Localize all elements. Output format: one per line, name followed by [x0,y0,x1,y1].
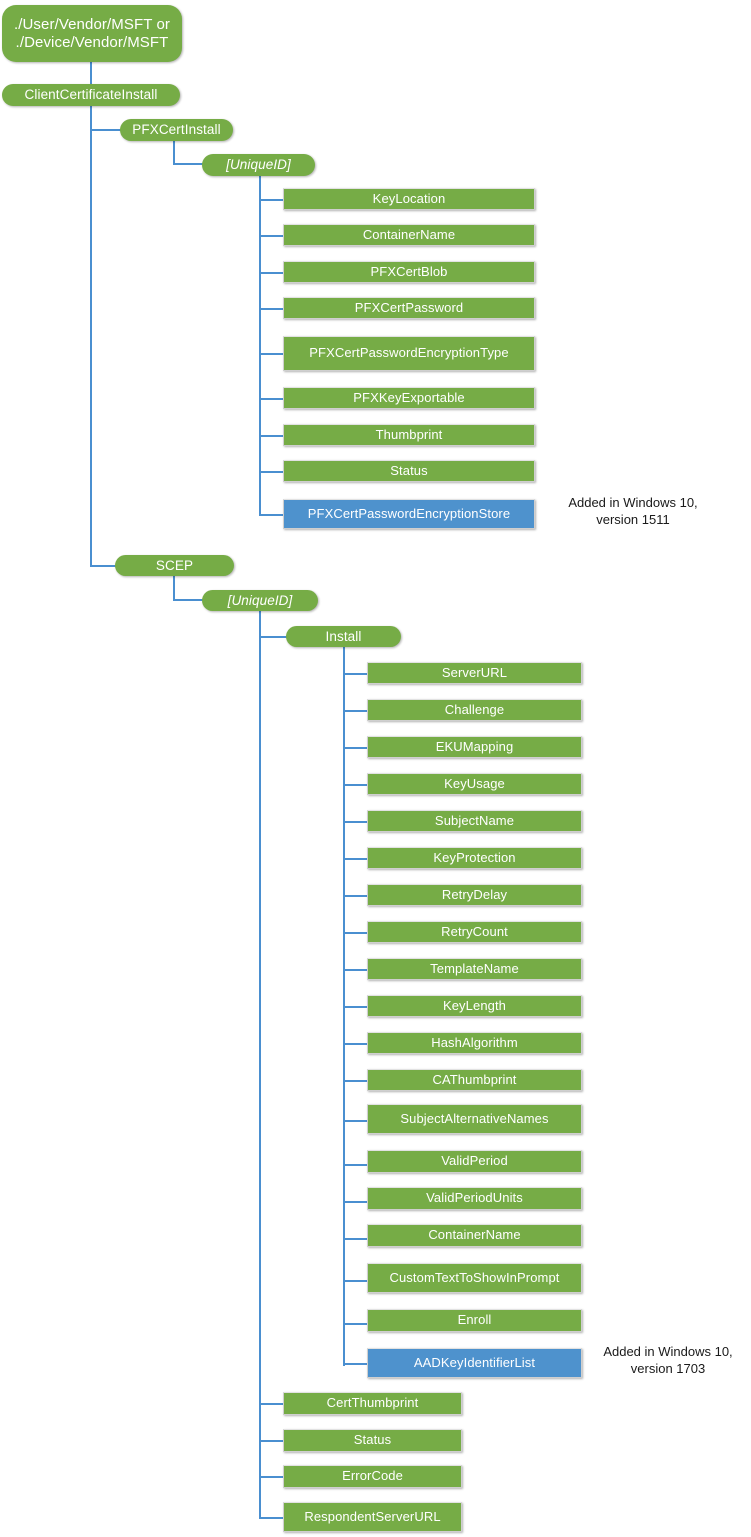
node-containername-pfx[interactable]: ContainerName [283,224,535,246]
node-challenge[interactable]: Challenge [367,699,582,721]
connector-stub-challenge [343,710,368,712]
connector-stub-keylength [343,1006,368,1008]
node-validperiod[interactable]: ValidPeriod [367,1150,582,1173]
connector-stub-subjectalternativenames [343,1120,368,1122]
node-status-pfx[interactable]: Status [283,460,535,482]
node-pfxcertblob[interactable]: PFXCertBlob [283,261,535,283]
connector-pfxcertinstall-to-uniqueid [173,163,205,165]
node-retrycount[interactable]: RetryCount [367,921,582,943]
node-keyprotection[interactable]: KeyProtection [367,847,582,869]
connector-stub-retrycount [343,932,368,934]
connector-stub-containername-scep [343,1238,368,1240]
note-added-1511: Added in Windows 10, version 1511 [568,495,698,527]
node-validperiodunits[interactable]: ValidPeriodUnits [367,1187,582,1210]
node-pfxcertinstall-uniqueid[interactable]: [UniqueID] [202,154,315,176]
node-enroll[interactable]: Enroll [367,1309,582,1332]
node-respondentserverurl[interactable]: RespondentServerURL [283,1502,462,1532]
node-root[interactable]: ./User/Vendor/MSFT or ./Device/Vendor/MS… [2,5,182,62]
node-clientcertificateinstall[interactable]: ClientCertificateInstall [2,84,180,106]
connector-stub-status-scep [259,1440,284,1442]
node-status-scep[interactable]: Status [283,1429,462,1452]
connector-scep-uniqueid-spine [259,611,261,1518]
node-aadkeyidentifierlist[interactable]: AADKeyIdentifierList [367,1348,582,1378]
node-scep-uniqueid[interactable]: [UniqueID] [202,590,318,611]
connector-stub-keylocation [259,199,284,201]
connector-stub-templatename [343,969,368,971]
connector-stub-pfxcertpasswordencryptiontype [259,353,284,355]
connector-pfx-uniqueid-spine [259,175,261,516]
connector-stub-validperiodunits [343,1201,368,1203]
node-thumbprint[interactable]: Thumbprint [283,424,535,446]
node-install[interactable]: Install [286,626,401,647]
connector-stub-customtexttoshowinprompt [343,1280,368,1282]
node-pfxcertinstall[interactable]: PFXCertInstall [120,119,233,141]
note-added-1703: Added in Windows 10, version 1703 [603,1344,733,1376]
connector-spine-to-scep [90,565,118,567]
connector-stub-keyusage [343,784,368,786]
connector-stub-hashalgorithm [343,1043,368,1045]
connector-stub-ekumapping [343,747,368,749]
connector-stub-pfxcertpasswordencryptionstore [259,514,284,516]
node-pfxkeyexportable[interactable]: PFXKeyExportable [283,387,535,409]
connector-stub-errorcode [259,1476,284,1478]
node-keyusage[interactable]: KeyUsage [367,773,582,795]
connector-stub-aadkeyidentifierlist [343,1363,368,1365]
connector-stub-pfxcertblob [259,272,284,274]
node-templatename[interactable]: TemplateName [367,958,582,980]
connector-uniqueid-to-install [259,636,288,638]
connector-spine-to-pfxcertinstall [90,129,122,131]
node-errorcode[interactable]: ErrorCode [283,1465,462,1488]
node-subjectname[interactable]: SubjectName [367,810,582,832]
node-pfxcertpasswordencryptionstore[interactable]: PFXCertPasswordEncryptionStore [283,499,535,529]
node-hashalgorithm[interactable]: HashAlgorithm [367,1032,582,1054]
connector-stub-pfxkeyexportable [259,398,284,400]
node-keylength[interactable]: KeyLength [367,995,582,1017]
connector-stub-cathumbprint [343,1080,368,1082]
node-serverurl[interactable]: ServerURL [367,662,582,684]
connector-stub-subjectname [343,821,368,823]
connector-stub-keyprotection [343,858,368,860]
connector-stub-containername [259,235,284,237]
connector-stub-status [259,471,284,473]
node-retrydelay[interactable]: RetryDelay [367,884,582,906]
connector-stub-enroll [343,1323,368,1325]
node-certthumbprint[interactable]: CertThumbprint [283,1392,462,1415]
node-ekumapping[interactable]: EKUMapping [367,736,582,758]
node-customtexttoshowinprompt[interactable]: CustomTextToShowInPrompt [367,1263,582,1293]
connector-stub-thumbprint [259,435,284,437]
node-keylocation[interactable]: KeyLocation [283,188,535,210]
connector-stub-respondentserverurl [259,1517,284,1519]
connector-stub-pfxcertpassword [259,308,284,310]
node-cathumbprint[interactable]: CAThumbprint [367,1069,582,1091]
node-containername-scep[interactable]: ContainerName [367,1224,582,1247]
node-pfxcertpassword[interactable]: PFXCertPassword [283,297,535,319]
node-pfxcertpasswordencryptiontype[interactable]: PFXCertPasswordEncryptionType [283,336,535,371]
connector-scep-to-uniqueid [173,599,205,601]
connector-scep-down [173,576,175,600]
connector-root-to-clientcertificateinstall [90,62,92,84]
connector-main-spine [90,106,92,566]
connector-stub-validperiod [343,1164,368,1166]
node-scep[interactable]: SCEP [115,555,234,576]
connector-stub-retrydelay [343,895,368,897]
connector-stub-serverurl [343,673,368,675]
connector-stub-certthumbprint [259,1403,284,1405]
node-subjectalternativenames[interactable]: SubjectAlternativeNames [367,1104,582,1134]
connector-pfxcertinstall-down [173,140,175,164]
